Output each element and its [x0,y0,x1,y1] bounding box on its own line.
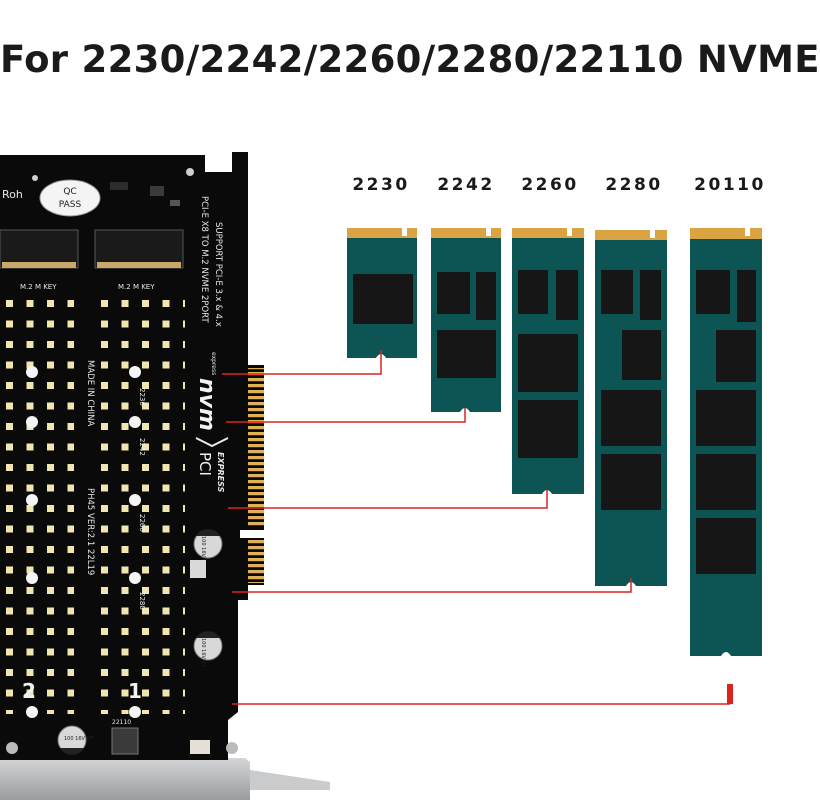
leader-line-2280 [232,578,632,593]
slot-number-2: 2 [22,679,36,703]
capacitor: 100 16V VT [57,725,94,755]
leader-line-2242 [226,408,466,423]
ssd-size-label-2280: 2280 [605,175,662,195]
leader-line-2230 [222,350,382,375]
ssd-size-label-2260: 2260 [521,175,578,195]
metal-bracket [0,758,250,800]
mounting-holes [26,366,141,718]
brand-partial: Roh [2,188,23,201]
pad-grid-slot-1 [95,296,185,714]
qc-line2: PASS [59,200,82,210]
capacitor: 100 16V VT [193,529,223,566]
version-label: PH45 VER:2.1 22L19 [85,488,95,575]
product-illustration: QC PASS Roh M.2 M KEY M.2 M KEY 2230 224… [0,152,766,800]
capacitor-2-label: 100 16V VT [200,638,206,668]
capacitor-1-label: 100 16V VT [200,536,206,566]
ssd-size-label-2230: 2230 [352,175,409,195]
pcie-gold-fingers [248,368,264,528]
ssd-2242 [431,228,501,412]
qc-pass-sticker [39,179,101,217]
capacitor-3-label: 100 16V VT [64,736,94,742]
nvme-sub: express [210,352,217,375]
support-label: SUPPORT PCI-E 3.x & 4.x [213,222,223,327]
mount-label-2280: 2280 [138,592,146,610]
pci-express-chevron-icon [195,437,229,448]
made-in-label: MADE IN CHINA [85,360,95,427]
mount-label-2230: 2230 [138,388,146,406]
qc-line1: QC [63,187,76,197]
port-label: PCI-E X8 TO M.2 NVME 2PORT [199,196,209,323]
key-label-2: M.2 M KEY [20,283,57,291]
ssd-22110 [690,228,762,656]
ssd-2230 [347,228,417,358]
m2-slot-2 [0,229,79,269]
key-label-1: M.2 M KEY [118,283,155,291]
ssd-2280 [595,230,667,586]
ssd-2260 [512,228,584,494]
mount-label-2260: 2260 [138,514,146,532]
leader-line-2260 [228,490,548,509]
pad-grid-slot-2 [0,296,74,714]
pci-logo: PCI [196,452,214,476]
capacitor: 100 16V VT [193,631,223,668]
ssd-size-label-20110: 20110 [694,175,766,195]
ssd-size-label-2242: 2242 [437,175,494,195]
nvme-logo: nvm [194,378,219,431]
m2-slot-1 [94,229,184,269]
slot-number-1: 1 [128,679,142,703]
mount-label-2242: 2242 [138,438,146,456]
leader-marker-22110 [727,684,733,704]
pci-sub: EXPRESS [216,452,225,493]
page-title: For 2230/2242/2260/2280/22110 NVME [0,38,820,81]
leader-lines [222,350,730,705]
mount-label-22110: 22110 [112,719,131,726]
